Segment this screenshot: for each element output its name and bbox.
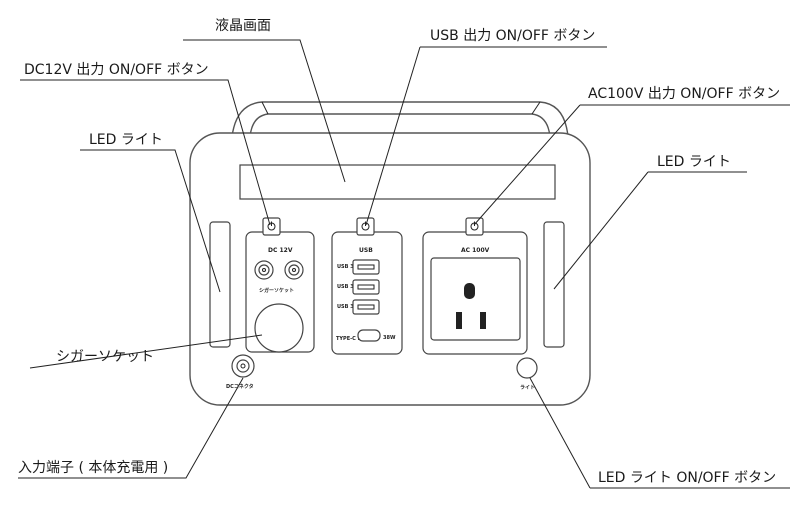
- led-light-left: [209, 221, 231, 348]
- ac-panel: AC 100V: [422, 217, 528, 355]
- callout-led-button: LED ライト ON/OFF ボタン: [598, 470, 776, 486]
- dc12v-label: DC 12V: [268, 247, 293, 254]
- callout-ac100v-button: AC100V 出力 ON/OFF ボタン: [588, 86, 780, 102]
- callout-usb-button: USB 出力 ON/OFF ボタン: [430, 28, 595, 44]
- callout-led-right: LED ライト: [657, 154, 731, 170]
- dc-connector-label: DCコネクタ: [226, 383, 254, 390]
- usb-port-2[interactable]: [352, 279, 380, 295]
- callout-cigar-socket: シガーソケット: [56, 349, 154, 365]
- power-icon: [361, 221, 370, 231]
- typec-port[interactable]: [357, 329, 381, 342]
- callout-input-port: 入力端子 ( 本体充電用 ): [18, 460, 168, 476]
- usb-label: USB: [359, 247, 373, 254]
- ac-outlet[interactable]: [430, 257, 521, 341]
- lcd-screen: [239, 164, 556, 200]
- dc12v-power-button[interactable]: [262, 217, 281, 236]
- dc-panel: DC 12V シガーソケット: [245, 217, 315, 353]
- dc-input-connector[interactable]: [231, 354, 255, 378]
- typec-watt-label: 38W: [383, 335, 396, 341]
- carry-handle: [231, 101, 569, 138]
- led-light-button[interactable]: [516, 357, 538, 379]
- cigar-socket-small-label: シガーソケット: [259, 287, 294, 294]
- callout-lcd: 液晶画面: [215, 18, 271, 34]
- ac100v-power-button[interactable]: [465, 217, 484, 236]
- usb-port-3[interactable]: [352, 299, 380, 315]
- leader-lines: [18, 39, 790, 489]
- dc-outlet-left[interactable]: [254, 260, 274, 280]
- usb-port-1-label: USB 3.0: [337, 264, 360, 270]
- cigar-socket[interactable]: [254, 303, 304, 353]
- usb-port-2-label: USB 3.0: [337, 284, 360, 290]
- usb-port-1[interactable]: [352, 259, 380, 275]
- dc-outlet-right[interactable]: [284, 260, 304, 280]
- led-light-right: [543, 221, 565, 348]
- usb-power-button[interactable]: [356, 217, 375, 236]
- usb-panel: USB USB 3.0 USB 3.0 USB 3.0 TYPE-C PD対応 …: [331, 217, 403, 355]
- usb-port-3-label: USB 3.0: [337, 304, 360, 310]
- ac100v-label: AC 100V: [461, 247, 490, 254]
- callout-led-left: LED ライト: [89, 132, 163, 148]
- light-label: ライト: [520, 385, 535, 391]
- callout-dc12v-button: DC12V 出力 ON/OFF ボタン: [24, 62, 209, 78]
- power-icon: [267, 221, 276, 231]
- typec-label: TYPE-C PD対応: [336, 335, 375, 342]
